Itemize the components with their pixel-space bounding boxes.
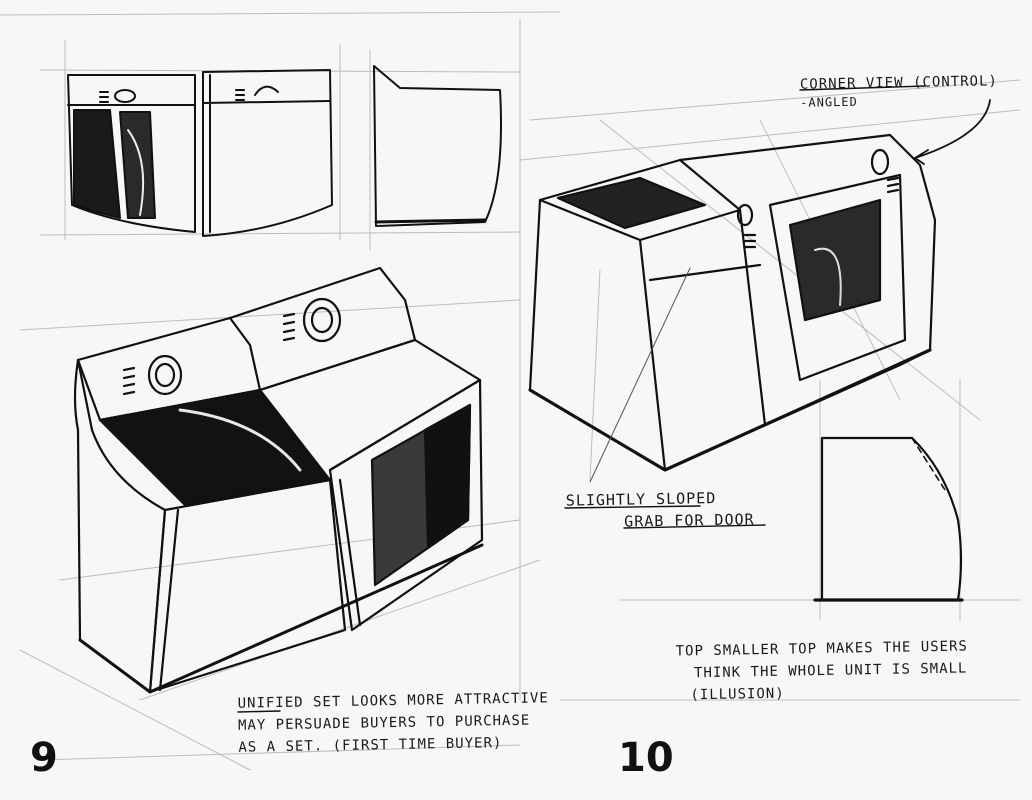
perspective-corner-view [528,133,937,472]
note-top-smaller: TOP SMALLER TOP MAKES THE USERS THINK TH… [675,635,968,706]
note-corner-view: CORNER VIEW (CONTROL) -ANGLED [800,70,999,109]
side-profile-small-top [813,436,964,602]
construction-lines [0,11,1021,771]
front-elevation-washer [67,74,196,233]
page-number-right: 10 [618,735,674,781]
callout-arrow [914,99,991,165]
note-unified-set: UNIFIED SET LOOKS MORE ATTRACTIVE MAY PE… [237,687,549,758]
perspective-washer-dryer-pair [73,266,484,694]
note-underlines [237,85,926,713]
note-corner-view-line1: CORNER VIEW (CONTROL) [799,73,999,93]
front-elevation-dryer [202,69,333,237]
door-leader-line [589,267,691,483]
side-elevation [373,65,502,227]
note-door-grab: SLIGHTLY SLOPED GRAB FOR DOOR [566,486,755,533]
note-door-grab-line2: GRAB FOR DOOR [624,510,755,531]
page-number-left: 9 [30,735,58,781]
